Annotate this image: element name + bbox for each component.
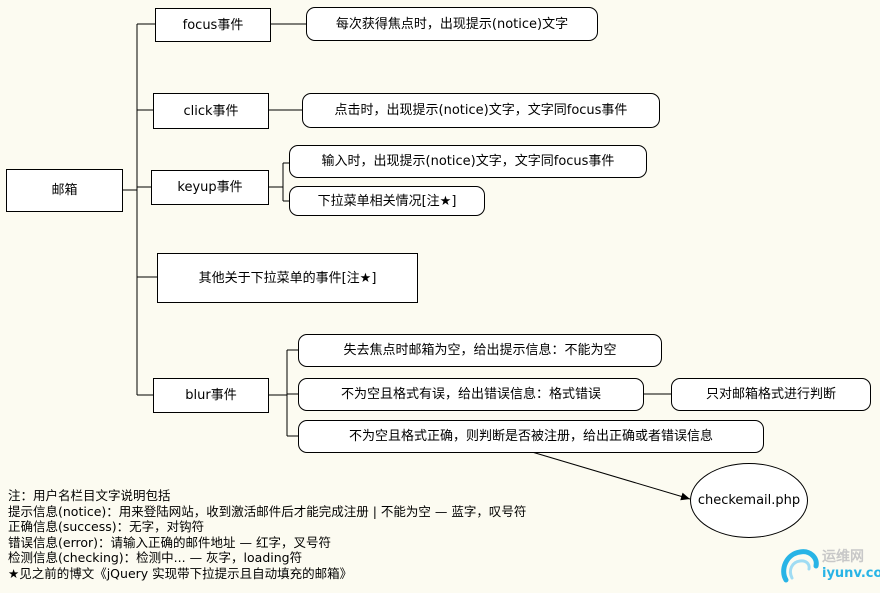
keyup-event-node: keyup事件 (151, 170, 269, 205)
blur-format-error-detail: 不为空且格式有误，给出错误信息：格式错误 (298, 378, 644, 411)
watermark-swirl-icon (781, 549, 819, 583)
focus-detail: 每次获得焦点时，出现提示(notice)文字 (306, 7, 598, 41)
blur-event-node: blur事件 (153, 378, 269, 413)
note-line: 错误信息(error)：请输入正确的邮件地址 — 红字，叉号符 (8, 534, 331, 550)
click-event-node: click事件 (153, 93, 269, 129)
note-line: 检测信息(checking)：检测中... — 灰字，loading符 (8, 550, 303, 565)
focus-event-node: focus事件 (155, 8, 271, 42)
checkemail-server-node: checkemail.php (690, 463, 808, 538)
note-line: 注：用户名栏目文字说明包括 (8, 488, 171, 503)
blur-format-ok-detail: 不为空且格式正确，则判断是否被注册，给出正确或者错误信息 (298, 420, 764, 453)
keyup-input-detail: 输入时，出现提示(notice)文字，文字同focus事件 (289, 145, 647, 178)
note-line: 正确信息(success)：无字，对钩符 (8, 519, 205, 534)
note-line: 提示信息(notice)：用来登陆网站，收到激活邮件后才能完成注册 | 不能为空… (8, 503, 527, 519)
watermark-en-text: iyunv.com (822, 566, 880, 581)
click-detail: 点击时，出现提示(notice)文字，文字同focus事件 (302, 93, 660, 128)
other-event-node: 其他关于下拉菜单的事件[注★] (157, 253, 418, 303)
keyup-dropdown-detail: 下拉菜单相关情况[注★] (289, 186, 485, 216)
watermark-cn-text: 运维网 (822, 549, 864, 565)
notes-block: 注：用户名栏目文字说明包括 提示信息(notice)：用来登陆网站，收到激活邮件… (8, 488, 526, 581)
note-line: ★见之前的博文《jQuery 实现带下拉提示且自动填充的邮箱》 (8, 565, 353, 581)
blur-empty-detail: 失去焦点时邮箱为空，给出提示信息：不能为空 (298, 334, 662, 367)
root-node: 邮箱 (6, 169, 123, 212)
blur-format-only-detail: 只对邮箱格式进行判断 (671, 378, 871, 411)
watermark-logo: 运维网 iyunv.com (778, 544, 880, 590)
